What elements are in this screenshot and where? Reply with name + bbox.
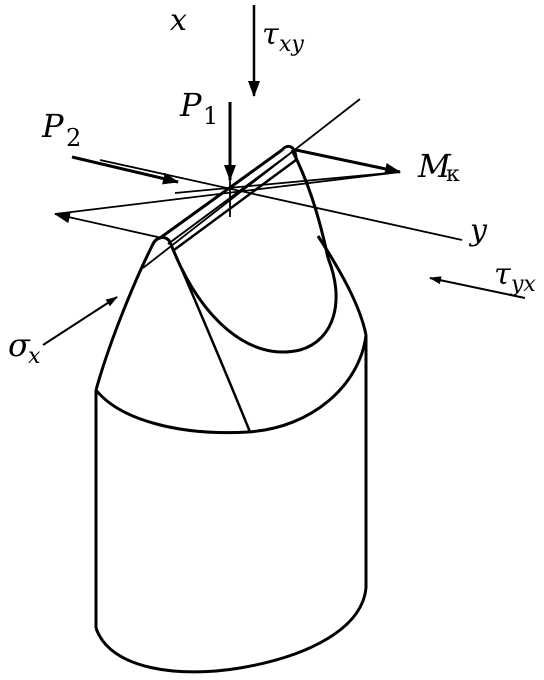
cylinder-top-ellipse	[94, 334, 368, 435]
mk-lower-line	[54, 211, 163, 239]
p2-main: P	[41, 107, 64, 145]
mk-arrow-right	[295, 148, 401, 175]
mk-main: M	[417, 147, 452, 185]
label-x: x	[170, 3, 187, 38]
label-tau-xy: τ xy	[262, 17, 304, 57]
label-mk: M к	[417, 147, 460, 187]
label-sigma-x: σ x	[8, 326, 41, 369]
tool-tip	[94, 144, 368, 433]
sigma-x-main: σ	[8, 326, 31, 364]
cylinder-bottom-edge	[94, 587, 368, 674]
mk-connector-line	[174, 171, 401, 194]
sigma-x-subscript: x	[28, 344, 41, 369]
mk-subscript: к	[446, 162, 460, 187]
p1-subscript: 1	[203, 102, 218, 130]
left-flank	[94, 245, 154, 391]
edge-diagonal-line	[142, 98, 361, 269]
tau-yx-main: τ	[494, 257, 511, 292]
tau-xy-main: τ	[262, 17, 279, 52]
tau-yx-subscript: yx	[510, 272, 536, 297]
y-axis-line	[99, 159, 463, 241]
label-p2: P 2	[41, 107, 81, 152]
rake-face-curve	[168, 241, 338, 354]
tau-yx-arrow	[429, 276, 526, 299]
p1-main: P	[179, 86, 202, 124]
tau-xy-subscript: xy	[279, 32, 304, 57]
cutting-edge-inner	[173, 158, 297, 252]
y-axis-label: y	[468, 213, 488, 248]
label-y: y	[468, 213, 488, 248]
tool-body	[94, 334, 368, 674]
label-p1: P 1	[179, 86, 218, 130]
label-tau-yx: τ yx	[494, 257, 536, 297]
force-lines	[42, 5, 526, 346]
sigma-x-arrow	[42, 296, 118, 346]
x-axis-label: x	[170, 3, 187, 38]
right-corner-curve	[280, 144, 298, 161]
mk-lower-connector	[54, 171, 401, 215]
p2-subscript: 2	[66, 124, 81, 152]
p2-arrow	[71, 155, 179, 185]
